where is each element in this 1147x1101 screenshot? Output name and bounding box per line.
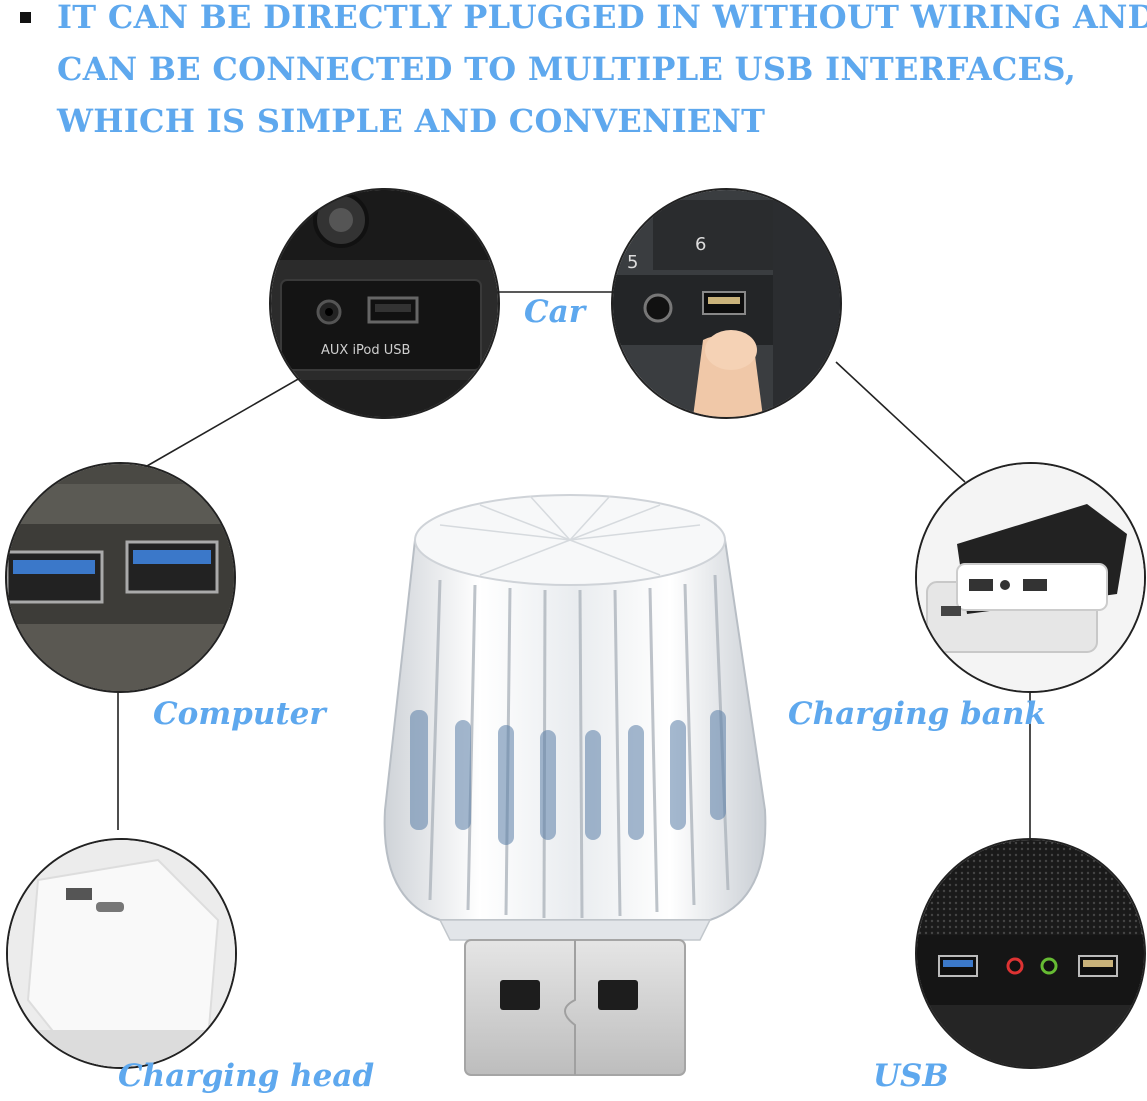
bullet-square-icon — [20, 12, 31, 23]
label-computer: Computer — [153, 696, 326, 732]
headline-line-1: IT CAN BE DIRECTLY PLUGGED IN WITHOUT WI… — [57, 0, 1147, 36]
label-charging-head: Charging head — [118, 1058, 375, 1094]
label-usb: USB — [873, 1058, 949, 1094]
label-car: Car — [524, 294, 586, 330]
label-charging-bank: Charging bank — [788, 696, 1046, 732]
headline-line-2: CAN BE CONNECTED TO MULTIPLE USB INTERFA… — [57, 50, 1077, 88]
usb-crystal-lamp-device — [383, 494, 767, 1076]
charging-head-photo — [6, 838, 237, 1069]
pc-front-panel-usb-photo — [915, 838, 1146, 1069]
charging-bank-photo — [915, 462, 1146, 693]
headline: IT CAN BE DIRECTLY PLUGGED IN WITHOUT WI… — [0, 0, 1147, 150]
car-aux-panel-photo: AUX iPod USB — [269, 188, 500, 419]
svg-text:6: 6 — [695, 234, 706, 255]
svg-text:5: 5 — [627, 252, 638, 273]
headline-line-3: WHICH IS SIMPLE AND CONVENIENT — [57, 102, 766, 140]
car-panel-text: AUX iPod USB — [321, 343, 410, 358]
car-usb-port-photo: 6 5 — [611, 188, 842, 419]
computer-usb-ports-photo — [5, 462, 236, 693]
